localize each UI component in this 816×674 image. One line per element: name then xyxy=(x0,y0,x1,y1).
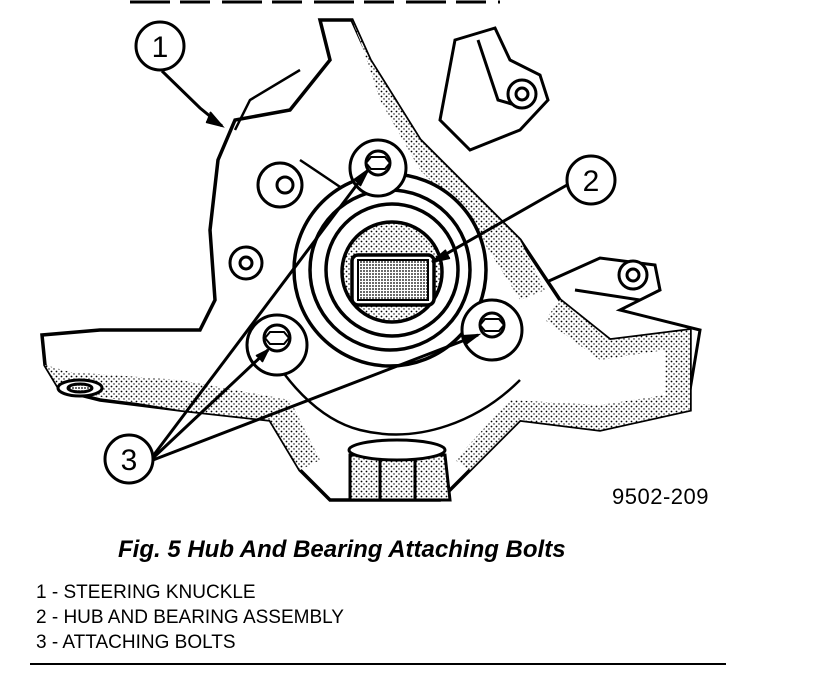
callout-3: 3 xyxy=(103,169,482,485)
callout-1: 1 xyxy=(134,20,225,128)
legend-item: 1 - STEERING KNUCKLE xyxy=(36,582,256,603)
legend-item: 2 - HUB AND BEARING ASSEMBLY xyxy=(36,607,344,628)
callout-2: 2 xyxy=(431,154,617,264)
attaching-bolt-top xyxy=(348,138,408,198)
attaching-bolt-right xyxy=(460,298,524,362)
attaching-bolt-left xyxy=(245,313,309,377)
figure-caption: Fig. 5 Hub And Bearing Attaching Bolts xyxy=(118,536,566,563)
hub-bearing-assembly xyxy=(292,172,488,368)
callout-2-number: 2 xyxy=(583,165,600,198)
legend-list: 1 - STEERING KNUCKLE 2 - HUB AND BEARING… xyxy=(36,580,344,655)
knuckle-lower-boss xyxy=(56,378,104,398)
legend-item: 3 - ATTACHING BOLTS xyxy=(36,632,236,653)
bottom-rule xyxy=(30,663,726,665)
callout-1-number: 1 xyxy=(152,31,169,64)
lower-ball-joint-boss xyxy=(347,438,452,502)
figure-id: 9502-209 xyxy=(612,484,709,509)
steering-knuckle-illustration: 1 2 3 xyxy=(40,0,702,502)
callout-3-number: 3 xyxy=(121,444,138,477)
upper-bracket xyxy=(438,26,550,152)
knuckle-holes xyxy=(228,161,304,281)
